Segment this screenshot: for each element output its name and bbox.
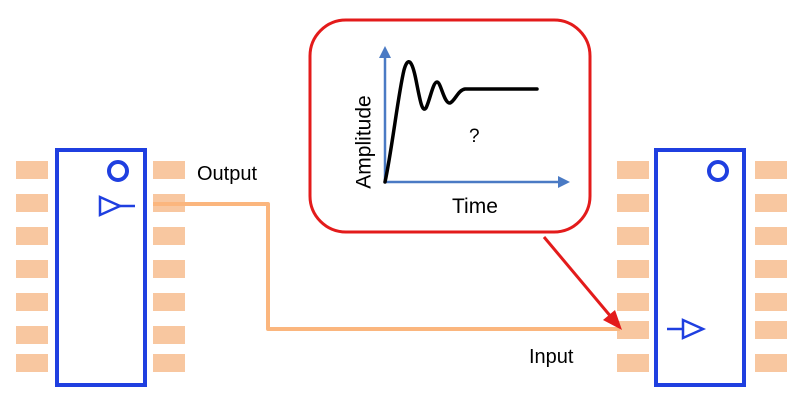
- left-chip-right-pins: [153, 161, 185, 372]
- callout-arrow: [542, 236, 622, 330]
- buffer-triangle-input-icon: [667, 318, 707, 340]
- pin-one-circle-icon: [707, 160, 729, 182]
- left-chip-body: [55, 148, 147, 387]
- graph-axes: [379, 46, 570, 188]
- buffer-triangle-output-icon: [98, 195, 135, 217]
- right-chip-right-pins: [755, 161, 787, 372]
- amplitude-axis-label: Amplitude: [352, 95, 376, 189]
- time-axis-label: Time: [452, 195, 498, 218]
- waveform-callout: [308, 18, 592, 234]
- right-chip-body: [654, 148, 746, 387]
- unknown-marker: ?: [469, 126, 480, 147]
- step-response-waveform: [383, 59, 539, 184]
- left-chip-left-pins: [16, 161, 48, 372]
- pin-one-circle-icon: [107, 160, 129, 182]
- right-chip-left-pins: [617, 161, 649, 372]
- signal-trace: [153, 202, 620, 331]
- input-label: Input: [529, 346, 574, 368]
- output-label: Output: [197, 163, 258, 185]
